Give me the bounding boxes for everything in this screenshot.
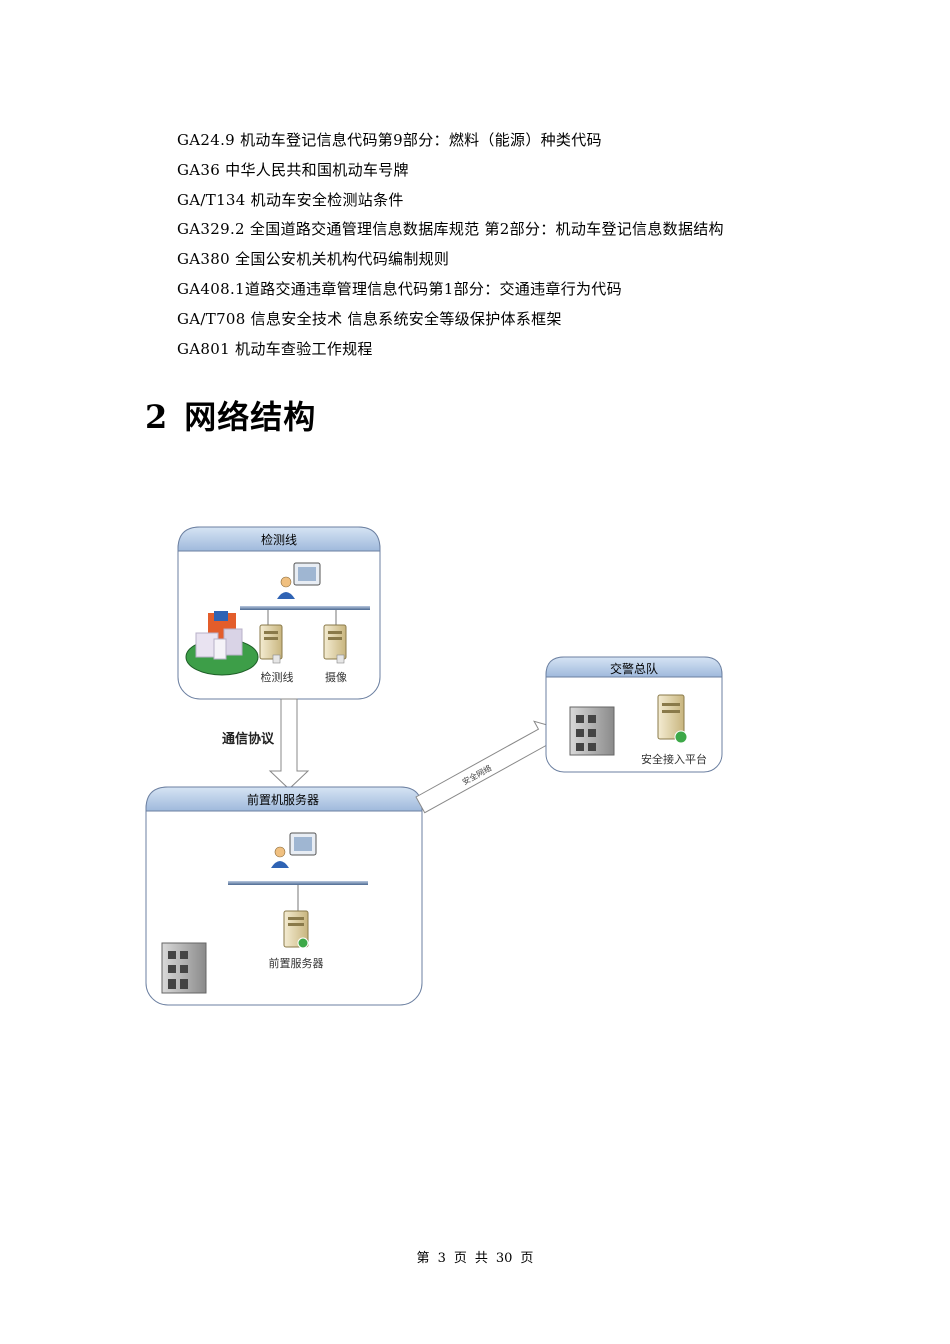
inspection-line-box: 检测线 检测线 bbox=[177, 526, 381, 700]
current-page-number: 3 bbox=[437, 1251, 446, 1266]
frontend-box-title: 前置机服务器 bbox=[247, 792, 319, 807]
reference-item: GA/T708 信息安全技术 信息系统安全等级保护体系框架 bbox=[177, 309, 562, 328]
police-box-title: 交警总队 bbox=[610, 661, 658, 676]
reference-item: GA24.9 机动车登记信息代码第9部分：燃料（能源）种类代码 bbox=[177, 131, 602, 149]
camera-server-label: 摄像 bbox=[325, 670, 347, 684]
section-heading: 2 网络结构 bbox=[145, 392, 316, 438]
reference-item: GA801 机动车查验工作规程 bbox=[177, 339, 373, 358]
network-structure-diagram: 检测线 检测线 bbox=[145, 526, 723, 1006]
footer-total-word: 共 bbox=[474, 1251, 488, 1266]
total-pages-number: 30 bbox=[495, 1251, 513, 1266]
footer-suffix: 页 bbox=[520, 1251, 534, 1266]
reference-item: GA/T134 机动车安全检测站条件 bbox=[177, 190, 404, 209]
secure-network-arrow: 安全网络 bbox=[415, 720, 560, 814]
workstation-icon bbox=[271, 832, 317, 868]
reference-standards-list: GA24.9 机动车登记信息代码第9部分：燃料（能源）种类代码 GA36 中华人… bbox=[177, 126, 724, 364]
inspection-station-icon bbox=[185, 611, 259, 676]
frontend-server-box: 前置机服务器 前置服务器 bbox=[145, 786, 423, 1006]
protocol-label: 通信协议 bbox=[222, 731, 275, 747]
inspection-server-label: 检测线 bbox=[261, 670, 294, 684]
footer-prefix: 第 bbox=[416, 1251, 430, 1266]
protocol-arrow bbox=[268, 698, 310, 790]
reference-item: GA408.1道路交通违章管理信息代码第1部分：交通违章行为代码 bbox=[177, 279, 622, 298]
traffic-police-box: 交警总队 安全接入平台 bbox=[545, 656, 723, 773]
lan-bar bbox=[228, 881, 368, 885]
reference-item: GA36 中华人民共和国机动车号牌 bbox=[177, 160, 409, 179]
server-icon bbox=[283, 910, 309, 949]
lan-bar bbox=[240, 606, 370, 610]
section-number: 2 bbox=[145, 398, 169, 436]
security-access-platform-label: 安全接入平台 bbox=[641, 752, 707, 766]
footer-page-word: 页 bbox=[453, 1251, 467, 1266]
frontend-server-label: 前置服务器 bbox=[269, 956, 324, 970]
workstation-icon bbox=[277, 562, 321, 599]
section-title: 网络结构 bbox=[184, 398, 317, 436]
server-icon bbox=[259, 624, 283, 664]
server-icon bbox=[657, 694, 688, 744]
server-icon bbox=[323, 624, 347, 664]
reference-item: GA380 全国公安机关机构代码编制规则 bbox=[177, 250, 450, 269]
inspection-box-title: 检测线 bbox=[261, 532, 297, 547]
reference-item: GA329.2 全国道路交通管理信息数据库规范 第2部分：机动车登记信息数据结构 bbox=[177, 220, 724, 239]
building-icon bbox=[569, 706, 615, 756]
building-icon bbox=[161, 942, 207, 994]
